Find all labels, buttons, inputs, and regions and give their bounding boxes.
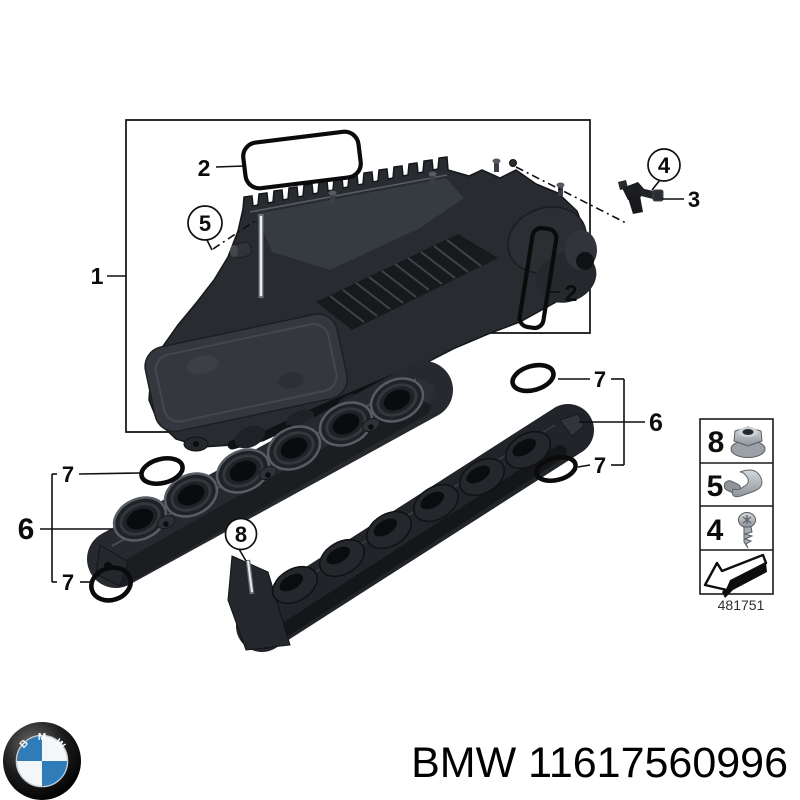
callout-3: 3 [688, 187, 700, 212]
callout-5: 5 [199, 211, 211, 236]
callout-7-top-right: 7 [594, 367, 606, 392]
callout-4-circle [647, 148, 681, 182]
item8-bolt-highlight [245, 559, 255, 595]
callout-2-top: 2 [198, 155, 211, 181]
rail-flange-tabs [156, 417, 381, 530]
rail-ports [112, 377, 425, 542]
legend-num-4: 4 [707, 514, 724, 547]
o-ring-top-left [139, 455, 185, 487]
legend-num-5: 5 [707, 470, 724, 503]
leader-7-top-left [78, 472, 141, 475]
o-ring-bottom-left [89, 565, 133, 603]
intake-rail-left [87, 361, 453, 588]
pressure-sensor [618, 180, 664, 214]
leader-sensor [515, 166, 629, 225]
footer: B M W BMW 11617560996 [3, 722, 788, 800]
leader-item8 [238, 548, 247, 562]
leader-item2-top [215, 165, 245, 168]
lower-cover [144, 313, 349, 433]
leader-item5-a [206, 239, 213, 251]
installation-direction-arrow-icon [703, 553, 768, 598]
o-ring-top-right [510, 362, 556, 394]
hose-nipple [230, 241, 252, 259]
legend-num-8: 8 [708, 426, 725, 459]
callout-8-circle [224, 517, 258, 551]
bmw-logo: B M W [3, 722, 81, 800]
leader-7-bottom-right [577, 464, 591, 468]
runner-slat-band [316, 234, 498, 330]
callout-7-bottom-left: 7 [62, 570, 74, 595]
part-number-label: BMW 11617560996 [411, 739, 788, 787]
profile-gasket-top [241, 129, 363, 191]
callout-6-right: 6 [649, 409, 663, 437]
callout-2-right: 2 [565, 280, 578, 306]
sensor-mount-stud [509, 159, 517, 167]
flange-nut-icon [730, 426, 766, 458]
callouts: 1 2 2 5 4 3 7 7 6 7 7 [18, 148, 700, 595]
mounting-studs [328, 158, 565, 204]
intake-manifold-assembly-drawing [144, 156, 597, 452]
spring-clip-icon [723, 469, 763, 498]
top-edge-highlight [249, 174, 448, 213]
callout-7-bottom-right: 7 [594, 453, 606, 478]
leader-item4 [651, 179, 661, 191]
diagram-code: 481751 [718, 597, 765, 613]
callout-7-top-left: 7 [62, 462, 74, 487]
self-tapping-screw-icon [738, 512, 756, 549]
hardware-legend: 8 5 4 481751 [699, 418, 774, 613]
rail2-ports [271, 430, 552, 605]
callout-8: 8 [235, 522, 247, 547]
intake-rail-right [227, 404, 594, 652]
callout-4: 4 [658, 153, 671, 178]
callout-5-circle [187, 205, 223, 241]
profile-gasket-right [517, 225, 559, 331]
bmw-letter-m: M [38, 732, 46, 743]
callout-6-left: 6 [18, 513, 35, 546]
filter-box-face [256, 178, 464, 270]
callout-1: 1 [91, 263, 104, 289]
o-ring-bottom-right [534, 454, 578, 484]
